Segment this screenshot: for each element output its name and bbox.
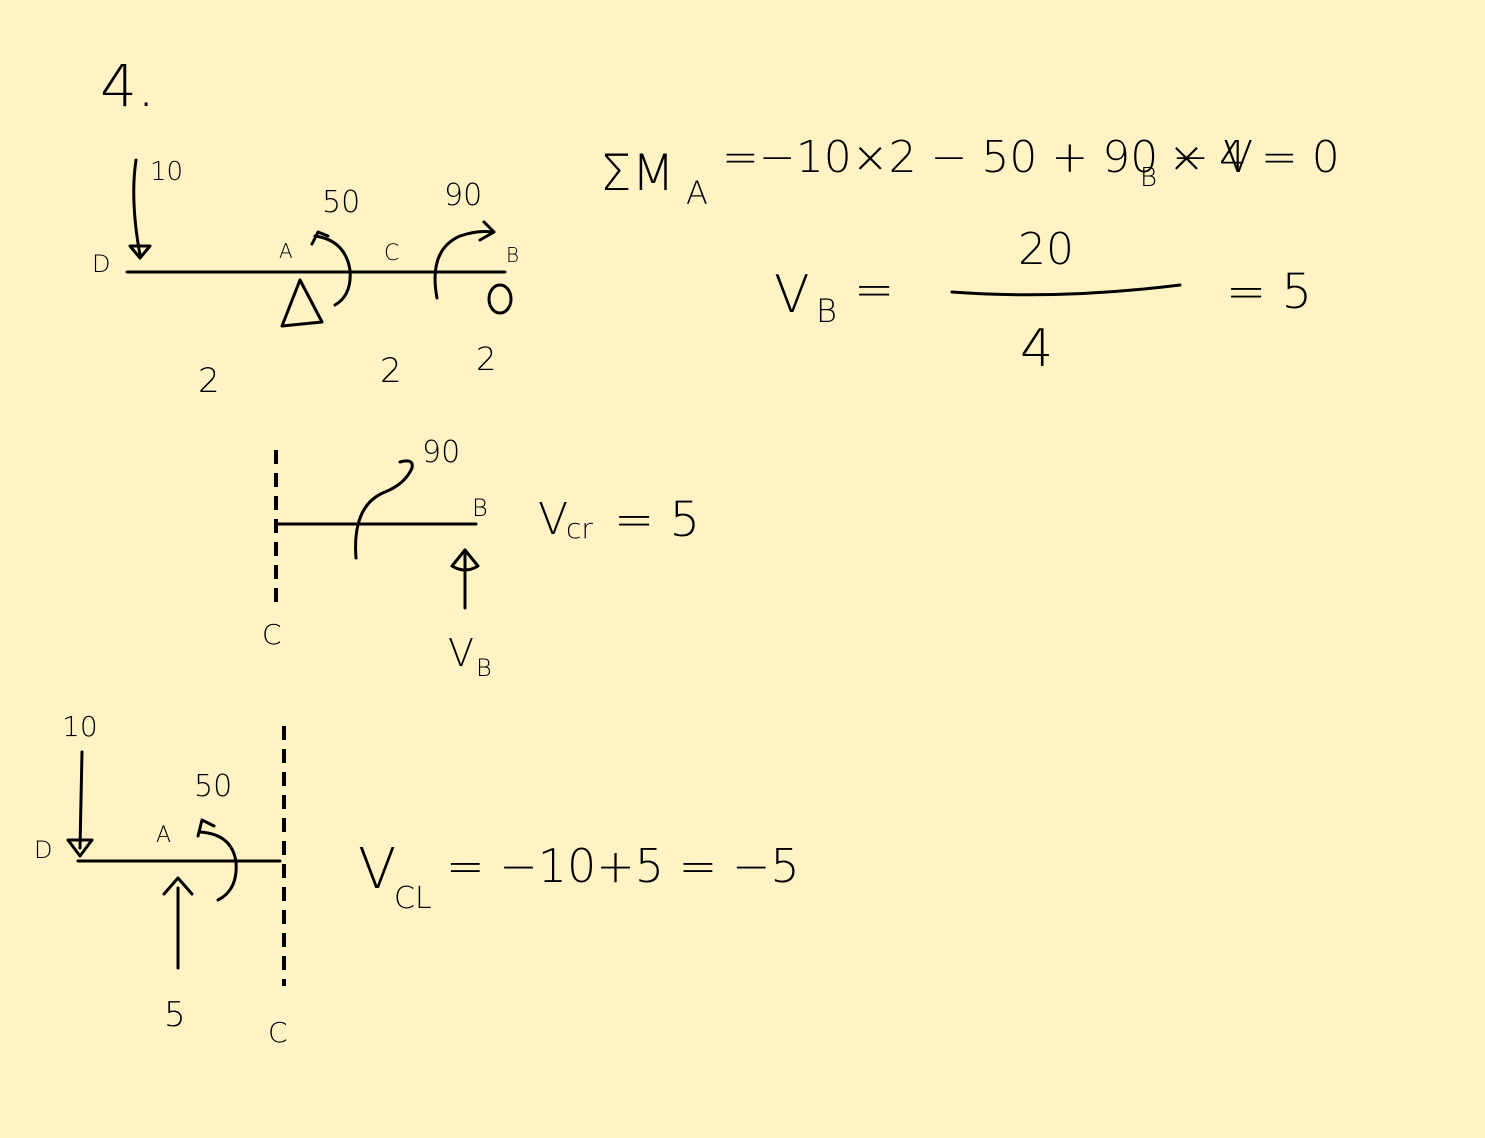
left-reaction-5-label: 5	[164, 995, 186, 1035]
span-ac-label: 2	[380, 351, 402, 391]
moment-sum-terms: =−10×2 − 50 + 90 − V	[722, 132, 1253, 183]
moment-90-arrowhead	[478, 220, 496, 242]
left-point-d-label: D	[34, 836, 52, 864]
vcr-subscript: cr	[566, 512, 593, 545]
left-moment-50-arrowhead	[196, 818, 216, 838]
problem-number: 4.	[100, 52, 155, 120]
moment-sum-tail: × 4 = 0	[1168, 132, 1340, 183]
left-reaction-arrowhead	[162, 876, 194, 896]
right-moment-90-arc	[354, 459, 414, 560]
right-cut-c-label: C	[262, 618, 282, 651]
left-cut-c-label: C	[268, 1016, 288, 1049]
left-moment-50-arc	[198, 830, 238, 902]
span-da-label: 2	[198, 361, 220, 401]
left-point-a-label: A	[156, 823, 171, 848]
vcl-symbol: V	[358, 837, 396, 902]
right-segment-diagram: 90 B C V B V cr = 5	[262, 435, 700, 682]
vb-result: = 5	[1226, 264, 1312, 320]
vb-equals: =	[854, 262, 894, 318]
vb-equation: V B = 20 4 = 5	[774, 224, 1312, 379]
full-beam-diagram: 10 D A 50 C 90 B 2 2 2	[92, 157, 519, 401]
right-point-b-label: B	[472, 494, 488, 522]
load-10-label: 10	[150, 157, 183, 187]
moment-sum-symbol: ΣM	[600, 144, 675, 202]
load-arrowhead	[128, 244, 152, 260]
right-reaction-sub: B	[476, 654, 492, 682]
vb-symbol: V	[774, 265, 810, 325]
load-arrow	[132, 158, 142, 257]
left-segment-diagram: 10 D A 50 5 C V CL = −10+5 = −5	[34, 710, 800, 1049]
left-moment-50-label: 50	[194, 769, 232, 804]
span-cb-label: 2	[476, 340, 496, 378]
moment-vb-subscript: B	[1140, 163, 1157, 193]
right-reaction-arrowhead	[450, 548, 480, 572]
point-d-label: D	[92, 250, 110, 278]
left-load-arrowhead	[66, 838, 94, 858]
vcr-symbol: V	[538, 494, 568, 545]
moment-equation: ΣM A =−10×2 − 50 + 90 − V B × 4 = 0	[600, 132, 1340, 212]
moment-50-arrowhead	[310, 230, 330, 246]
vb-subscript: B	[816, 292, 837, 330]
point-b-label: B	[506, 243, 519, 267]
point-c-label: C	[384, 241, 399, 266]
vb-denominator: 4	[1020, 319, 1053, 379]
moment-90-label: 90	[444, 178, 482, 213]
vcl-result: = −10+5 = −5	[446, 839, 800, 893]
vcr-result: = 5	[614, 492, 700, 548]
point-a-label: A	[279, 239, 293, 263]
moment-90-arc	[433, 230, 494, 300]
right-reaction-v: V	[448, 631, 474, 675]
moment-50-arc	[313, 234, 352, 307]
roller-support-b	[487, 283, 513, 315]
vb-numerator: 20	[1018, 224, 1074, 275]
moment-50-label: 50	[322, 185, 360, 220]
pin-support-a	[280, 278, 324, 328]
left-load-arrow	[78, 750, 84, 850]
moment-sum-subscript: A	[686, 174, 708, 212]
right-moment-90-label: 90	[422, 435, 460, 470]
left-load-10-label: 10	[62, 710, 98, 743]
fraction-bar	[950, 283, 1182, 297]
vcl-subscript: CL	[394, 881, 432, 916]
